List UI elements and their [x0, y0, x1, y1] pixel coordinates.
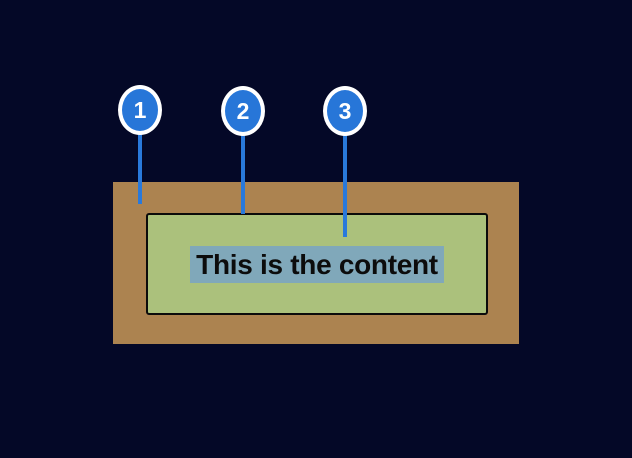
callout-line-padding [343, 130, 347, 237]
content-area-highlight: This is the content [190, 245, 444, 283]
callout-number-1: 1 [133, 96, 147, 123]
callout-marker-1: 1 [118, 85, 162, 135]
callout-marker-3: 3 [323, 86, 367, 136]
callout-line-margin [138, 130, 142, 204]
callout-number-3: 3 [338, 97, 352, 124]
padding-box: This is the content [146, 213, 488, 315]
callout-line-border [241, 130, 245, 214]
callout-marker-2: 2 [221, 86, 265, 136]
callout-number-2: 2 [236, 97, 250, 124]
